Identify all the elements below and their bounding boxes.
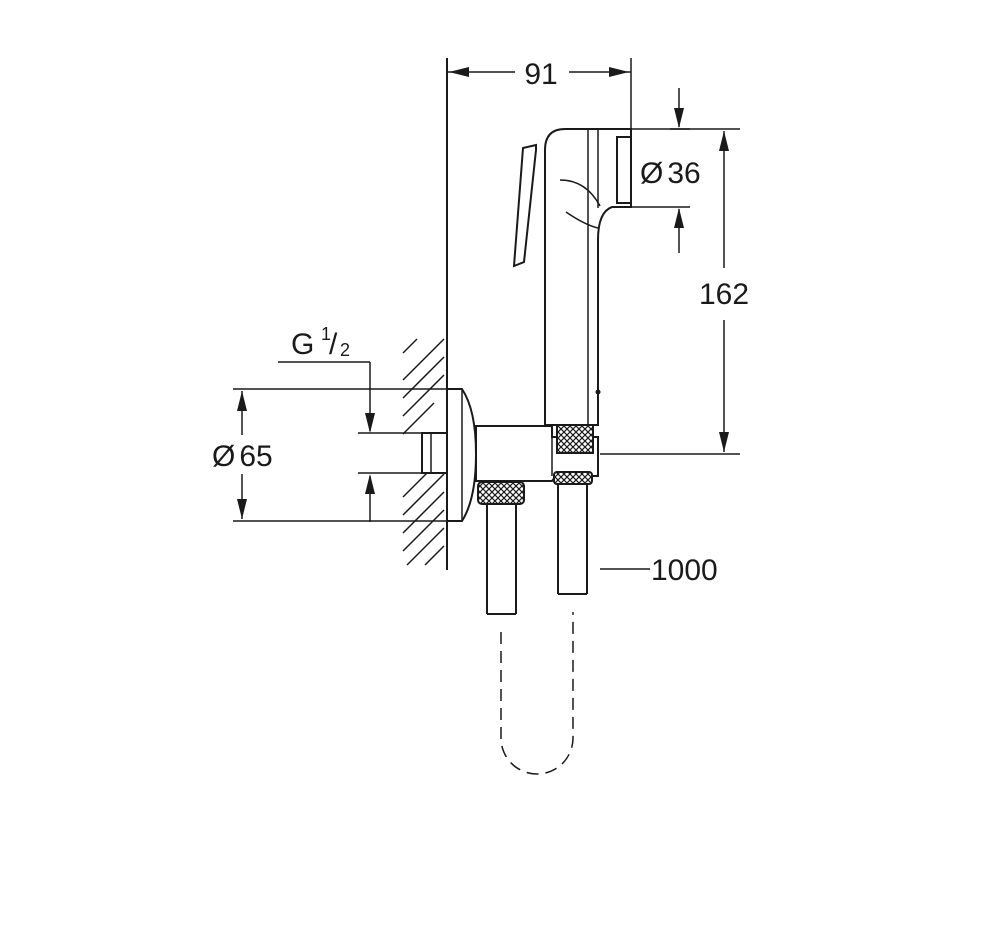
spray-diameter-value: 36 <box>667 157 700 190</box>
wall <box>402 58 448 570</box>
svg-text:/: / <box>329 328 338 361</box>
thread-denominator: 2 <box>340 340 350 360</box>
dimension-hose-length: 1000 <box>600 554 718 587</box>
thread-slash: / <box>329 328 338 361</box>
svg-text:G: G <box>291 328 314 361</box>
svg-text:1: 1 <box>321 324 331 344</box>
hand-shower <box>512 128 632 454</box>
thread-letter: G <box>291 328 314 361</box>
hose-nut-right <box>553 471 593 485</box>
wall-hatching <box>402 338 445 566</box>
svg-text:Ø36: Ø36 <box>640 157 701 190</box>
hose <box>486 484 588 775</box>
flange-diameter-symbol: Ø <box>212 440 235 473</box>
svg-text:Ø65: Ø65 <box>212 440 273 473</box>
height-label: 162 <box>699 278 749 311</box>
spray-diameter-symbol: Ø <box>640 157 663 190</box>
wall-union <box>421 388 599 522</box>
flange-diameter-value: 65 <box>239 440 272 473</box>
shower-grip-band <box>556 424 594 454</box>
dimension-height: 162 <box>600 128 749 455</box>
dimension-thread: G 1 / 2 <box>278 324 422 522</box>
dimension-width: 91 <box>447 58 632 128</box>
svg-text:2: 2 <box>340 340 350 360</box>
hose-length-label: 1000 <box>651 554 718 587</box>
hose-nut-left <box>477 481 525 505</box>
width-label: 91 <box>524 58 557 91</box>
thread-numerator: 1 <box>321 324 331 344</box>
trigger-lever <box>512 143 537 268</box>
hose-loop-dashed <box>500 612 574 775</box>
